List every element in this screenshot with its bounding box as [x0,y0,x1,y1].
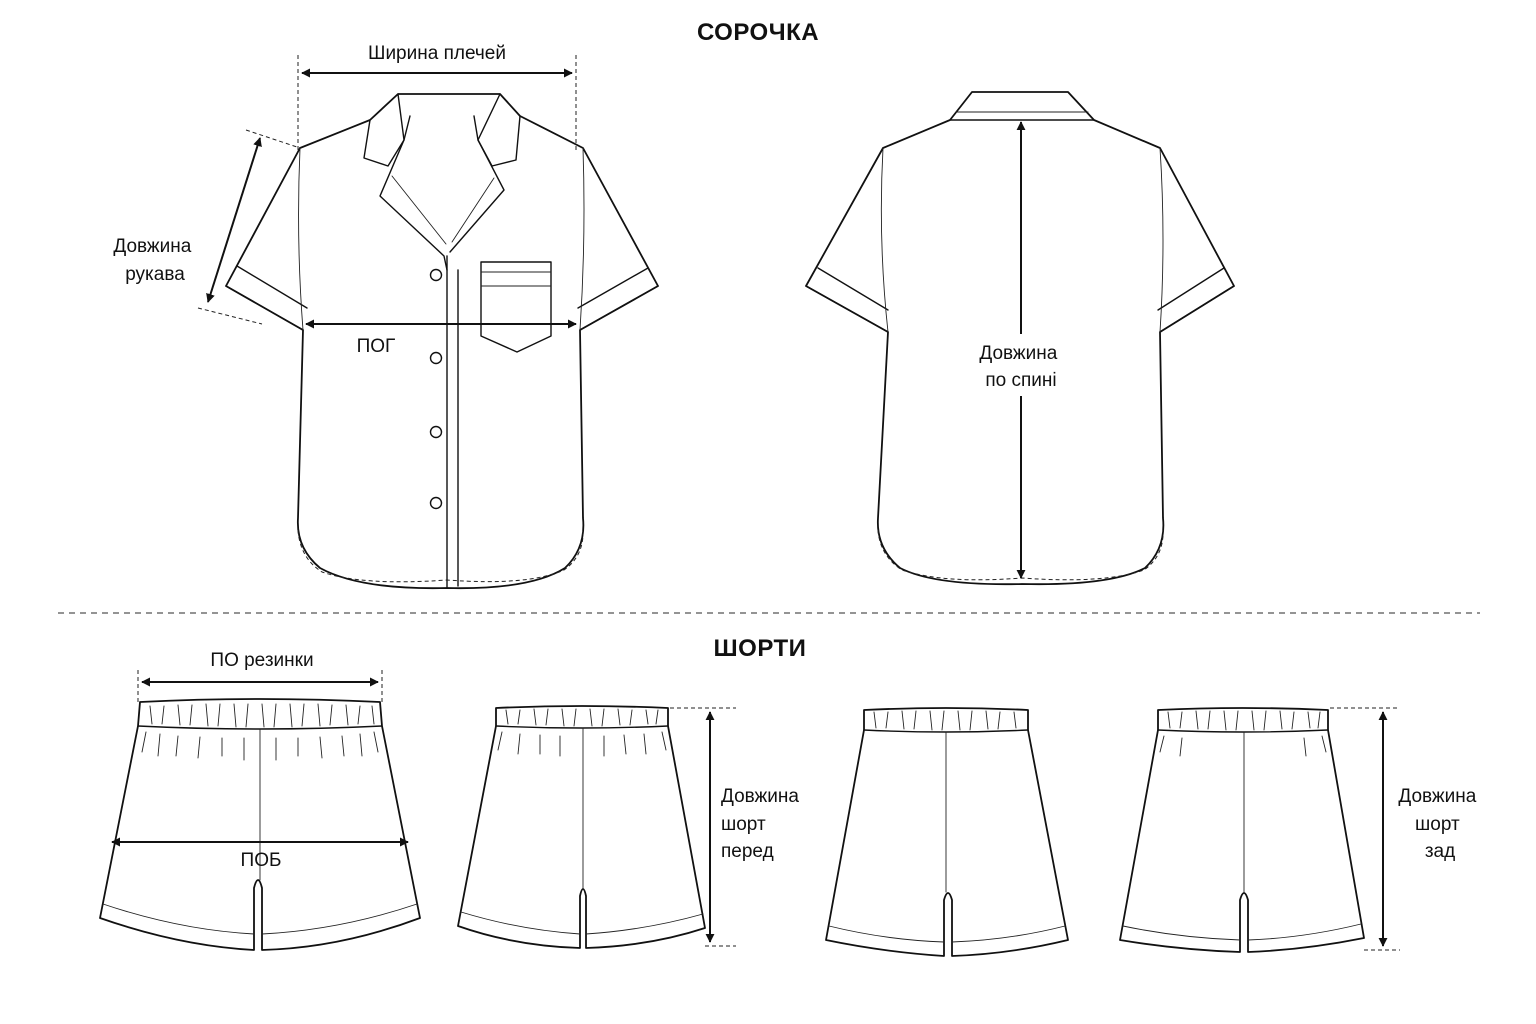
back-length-dimension: Довжина по спині [968,121,1074,579]
button-icon [429,268,443,282]
waistband-label: ПО резинки [210,650,313,671]
shorts-section-title: ШОРТИ [714,635,807,662]
hip-girth-dimension: ПОБ [111,837,409,871]
shoulder-width-label: Ширина плечей [368,43,506,64]
waistband-dimension: ПО резинки [137,650,383,704]
shirt-front-drawing [225,93,659,590]
shorts-front-length-dimension: Довжина шорт перед [670,707,804,947]
shorts-front-length-label: Довжина шорт перед [721,786,804,862]
shorts-back-length-drawing [1119,707,1365,953]
sleeve-length-label: Довжина рукава [113,236,196,285]
hip-girth-label: ПОБ [241,850,282,871]
sleeve-length-dimension: Довжина рукава [113,129,301,325]
shorts-front-length-drawing [457,705,706,949]
button-icon [429,351,443,365]
shorts-back-length-label: Довжина шорт зад [1398,786,1481,862]
shorts-back-drawing [825,707,1069,957]
chest-girth-dimension: ПОГ [305,319,577,357]
shoulder-width-dimension: Ширина плечей [297,43,577,150]
button-icon [429,496,443,510]
chest-girth-label: ПОГ [357,336,396,357]
shirt-section-title: СОРОЧКА [697,19,819,46]
back-length-label: Довжина по спині [979,343,1062,391]
shorts-back-length-dimension: Довжина шорт зад [1330,707,1481,951]
button-icon [429,425,443,439]
shorts-front-drawing [99,698,421,951]
